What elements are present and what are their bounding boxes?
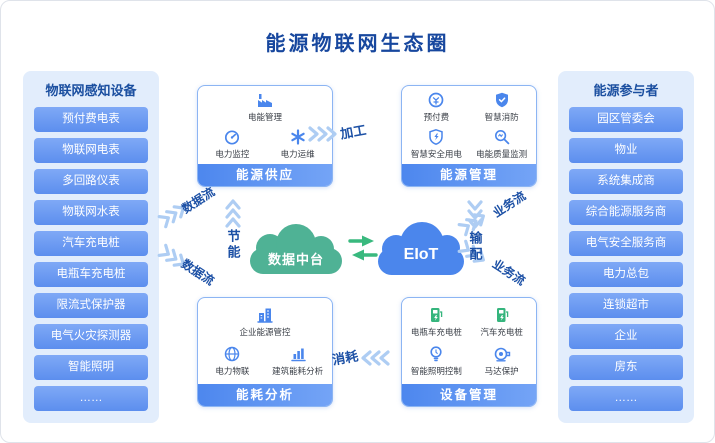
transmit-arrow [467, 200, 483, 229]
participant-integrator: 系统集成商 [569, 169, 683, 194]
participant-power-contractor: 电力总包 [569, 262, 683, 287]
bulb-icon [430, 346, 442, 362]
data-flow-bottom-label: 数据流 [178, 256, 217, 289]
iot-devices-panel-title: 物联网感知设备 [45, 83, 137, 98]
device-item-car-charger: 汽车充电桩 [34, 231, 148, 256]
module-item: 预付费 [405, 90, 467, 123]
eiot-label: EIoT [403, 246, 439, 263]
module-item: 电能质量监测 [471, 127, 533, 160]
module-energy-management: 预付费 智慧消防 智慧安全用电 电能质量监测 能源管理 [401, 85, 537, 187]
shield-check-icon [495, 92, 508, 108]
exchange-arrows-icon [348, 235, 378, 261]
cloud-shape [250, 248, 342, 274]
module-item: 智慧安全用电 [405, 127, 467, 160]
module-title-energy-supply: 能源供应 [198, 164, 332, 186]
bar-chart-icon [290, 348, 306, 362]
module-item-label: 汽车充电桩 [480, 326, 523, 337]
module-title-energy-management: 能源管理 [402, 164, 536, 186]
module-item-label: 电瓶车充电桩 [410, 326, 462, 337]
participant-supermarket: 连锁超市 [569, 293, 683, 318]
data-flow-top-label: 数据流 [179, 184, 218, 217]
asterisk-icon [290, 129, 305, 145]
participant-energy-service: 综合能源服务商 [569, 200, 683, 225]
participant-ellipsis: …… [569, 386, 683, 411]
data-platform-label: 数据中台 [267, 252, 324, 267]
gauge-icon [225, 130, 240, 145]
business-flow-bottom-label: 业务流 [489, 256, 528, 289]
module-item: 电力监控 [201, 127, 263, 160]
magnifier-wave-icon [494, 130, 509, 145]
module-item-label: 电力监控 [215, 149, 250, 159]
module-item-label: 智慧消防 [484, 112, 519, 122]
module-item-label: 预付费 [423, 112, 450, 122]
factory-icon [258, 94, 272, 107]
module-energy-analysis: 企业能源管控 电力物联 建筑能耗分析 能耗分析 [197, 297, 333, 407]
device-item-current-protector: 限流式保护器 [34, 293, 148, 318]
device-item-ebike-charger: 电瓶车充电桩 [34, 262, 148, 287]
module-item: 智能照明控制 [405, 344, 467, 377]
participants-panel: 能源参与者 园区管委会 物业 系统集成商 综合能源服务商 电气安全服务商 电力总… [558, 71, 694, 423]
module-item: 汽车充电桩 [471, 305, 533, 338]
module-item-label: 电力物联 [215, 366, 250, 377]
process-flow-label: 加工 [339, 122, 368, 142]
module-item: 电瓶车充电桩 [405, 305, 467, 338]
module-item-label: 企业能源管控 [239, 326, 291, 337]
module-item-label: 电能管理 [247, 112, 282, 122]
cloud-shape [378, 248, 464, 275]
module-item: 建筑能耗分析 [267, 344, 329, 377]
motor-icon [494, 348, 510, 362]
module-item: 电力物联 [201, 344, 263, 377]
module-device-management: 电瓶车充电桩 汽车充电桩 智能照明控制 马达保护 设备管理 [401, 297, 537, 407]
consume-arrow [361, 350, 390, 366]
save-energy-flow-label: 节能 [225, 229, 241, 261]
save-energy-arrow [225, 199, 241, 228]
module-item: 企业能源管控 [234, 305, 296, 338]
transmit-flow-label: 输配 [467, 231, 483, 263]
prepaid-meter-icon [428, 92, 444, 108]
building-icon [257, 308, 273, 323]
module-item-label: 智能照明控制 [410, 366, 462, 377]
charging-pile-icon [496, 307, 508, 322]
participant-enterprise: 企业 [569, 324, 683, 349]
module-title-energy-analysis: 能耗分析 [198, 384, 332, 406]
participant-park-committee: 园区管委会 [569, 107, 683, 132]
module-item: 电能管理 [234, 90, 296, 123]
module-item: 智慧消防 [471, 90, 533, 123]
module-item-label: 智慧安全用电 [410, 149, 462, 159]
page-title: 能源物联网生态圈 [265, 33, 450, 55]
shield-bolt-icon [429, 129, 444, 145]
module-item-label: 建筑能耗分析 [272, 366, 324, 377]
device-item-multiloop-meter: 多回路仪表 [34, 169, 148, 194]
module-title-device-management: 设备管理 [402, 384, 536, 406]
module-item: 马达保护 [471, 344, 533, 377]
data-platform-cloud: 数据中台 [250, 222, 342, 274]
charging-pile-icon [431, 307, 443, 322]
eiot-cloud: EIoT [378, 220, 464, 275]
device-item-ellipsis: …… [34, 386, 148, 411]
participants-panel-title: 能源参与者 [593, 83, 659, 98]
module-item-label: 电力运维 [280, 149, 315, 159]
participant-landlord: 房东 [569, 355, 683, 380]
device-item-fire-detector: 电气火灾探测器 [34, 324, 148, 349]
participant-safety-service: 电气安全服务商 [569, 231, 683, 256]
business-flow-top-label: 业务流 [490, 188, 529, 221]
module-item-label: 马达保护 [484, 366, 519, 377]
device-item-prepaid-meter: 预付费电表 [34, 107, 148, 132]
device-item-iot-meter: 物联网电表 [34, 138, 148, 163]
globe-icon [225, 347, 240, 362]
module-item: 电力运维 [267, 127, 329, 160]
device-item-iot-water-meter: 物联网水表 [34, 200, 148, 225]
module-item-label: 电能质量监测 [476, 149, 528, 159]
module-energy-supply: 电能管理 电力监控 电力运维 能源供应 [197, 85, 333, 187]
participant-property: 物业 [569, 138, 683, 163]
device-item-smart-lighting: 智能照明 [34, 355, 148, 380]
consume-flow-label: 消耗 [331, 348, 360, 368]
iot-devices-panel: 物联网感知设备 预付费电表 物联网电表 多回路仪表 物联网水表 汽车充电桩 电瓶… [23, 71, 159, 423]
